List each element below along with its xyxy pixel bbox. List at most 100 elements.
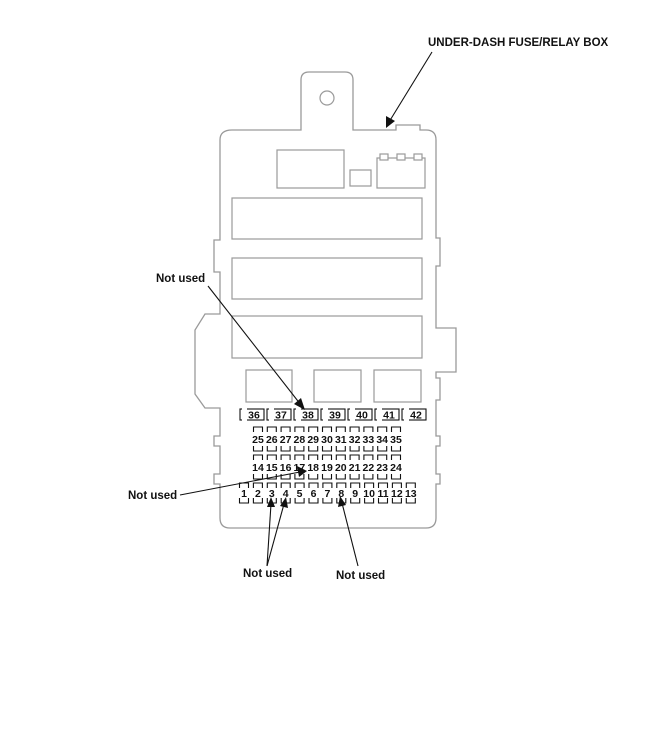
fuse-label-38: 38	[302, 410, 314, 422]
fuse-label-27: 27	[280, 434, 292, 446]
fuse-40: 40	[347, 408, 373, 422]
fuse-label-16: 16	[280, 462, 292, 474]
fuse-label-37: 37	[275, 410, 287, 422]
fuse-34: 34	[376, 426, 388, 452]
not-used-label-bottom-right: Not used	[336, 570, 385, 582]
fuse-25: 25	[252, 426, 264, 452]
fuse-5: 5	[294, 482, 305, 504]
fuse-33: 33	[363, 426, 375, 452]
fuse-label-4: 4	[283, 488, 289, 500]
fuse-26: 26	[266, 426, 278, 452]
fuse-row-36-42: 36 37 38 39 40 41 42	[239, 408, 427, 422]
mini-relay-3	[373, 369, 422, 403]
fuse-37: 37	[266, 408, 292, 422]
fuse-label-34: 34	[376, 434, 388, 446]
fuse-2: 2	[252, 482, 263, 504]
fuse-32: 32	[349, 426, 361, 452]
fuse-label-41: 41	[383, 410, 395, 422]
fuse-41: 41	[374, 408, 400, 422]
fuse-label-35: 35	[390, 434, 402, 446]
fuse-label-39: 39	[329, 410, 341, 422]
fuse-label-42: 42	[410, 410, 422, 422]
fuse-13: 13	[405, 482, 417, 504]
fuse-label-2: 2	[255, 488, 261, 500]
fuse-39: 39	[320, 408, 346, 422]
not-used-leader-left	[179, 466, 307, 496]
fuse-label-24: 24	[390, 462, 402, 474]
fuse-27: 27	[280, 426, 292, 452]
relay-slot-3	[231, 315, 423, 359]
fuse-box-housing	[194, 71, 457, 529]
fuse-29: 29	[307, 426, 319, 452]
small-component	[349, 169, 372, 187]
fuse-label-15: 15	[266, 462, 278, 474]
fuse-18: 18	[307, 454, 319, 480]
fuse-36: 36	[239, 408, 265, 422]
connector-block-left	[276, 149, 345, 189]
fuse-label-36: 36	[248, 410, 260, 422]
fuse-label-22: 22	[363, 462, 375, 474]
mini-relay-2	[313, 369, 362, 403]
fuse-label-32: 32	[349, 434, 361, 446]
not-used-leader-top	[207, 285, 305, 410]
box-title-label: UNDER-DASH FUSE/RELAY BOX	[428, 37, 609, 49]
fuse-11: 11	[377, 482, 389, 504]
fuse-label-19: 19	[321, 462, 333, 474]
fuse-19: 19	[321, 454, 333, 480]
fuse-label-23: 23	[376, 462, 388, 474]
fuse-label-3: 3	[269, 488, 275, 500]
fuse-label-29: 29	[307, 434, 319, 446]
fuse-12: 12	[391, 482, 403, 504]
not-used-leader-bottom-right	[338, 496, 359, 567]
mini-relay-1	[245, 369, 293, 403]
fuse-label-7: 7	[324, 488, 330, 500]
fuse-label-11: 11	[377, 488, 388, 500]
mounting-hole	[319, 90, 335, 106]
not-used-label-left: Not used	[128, 490, 177, 502]
fuse-label-5: 5	[297, 488, 303, 500]
fuse-35: 35	[390, 426, 402, 452]
fuse-label-20: 20	[335, 462, 347, 474]
fuse-label-14: 14	[252, 462, 264, 474]
fuse-14: 14	[252, 454, 264, 480]
fuse-label-31: 31	[335, 434, 347, 446]
fuse-label-33: 33	[363, 434, 375, 446]
fuse-label-8: 8	[338, 488, 344, 500]
not-used-label-bottom-left: Not used	[243, 568, 292, 580]
relay-slot-1	[231, 197, 423, 240]
fuse-label-30: 30	[321, 434, 333, 446]
fuse-label-6: 6	[311, 488, 317, 500]
fuse-38: 38	[293, 408, 319, 422]
fuse-label-13: 13	[405, 488, 417, 500]
fuse-label-12: 12	[391, 488, 403, 500]
fuse-row-14-24: 1415161718192021222324	[252, 454, 402, 480]
connector-block-right	[376, 153, 426, 189]
fuse-label-28: 28	[294, 434, 306, 446]
fuse-20: 20	[335, 454, 347, 480]
fuse-label-25: 25	[252, 434, 264, 446]
fuse-22: 22	[363, 454, 375, 480]
fuse-21: 21	[349, 454, 361, 480]
fuse-10: 10	[363, 482, 375, 504]
fuse-31: 31	[335, 426, 347, 452]
not-used-leader-bottom-left	[266, 497, 288, 567]
fuse-label-1: 1	[241, 488, 247, 500]
relay-slot-2	[231, 257, 423, 300]
fuse-6: 6	[308, 482, 319, 504]
fuse-label-26: 26	[266, 434, 278, 446]
fuse-16: 16	[280, 454, 292, 480]
not-used-label-top: Not used	[156, 273, 205, 285]
fuse-label-10: 10	[363, 488, 375, 500]
box-title-leader	[386, 51, 433, 128]
fuse-30: 30	[321, 426, 333, 452]
fuse-23: 23	[376, 454, 388, 480]
fuse-label-9: 9	[352, 488, 358, 500]
fuse-label-40: 40	[356, 410, 368, 422]
fuse-24: 24	[390, 454, 402, 480]
fuse-42: 42	[401, 408, 427, 422]
fuse-7: 7	[322, 482, 333, 504]
